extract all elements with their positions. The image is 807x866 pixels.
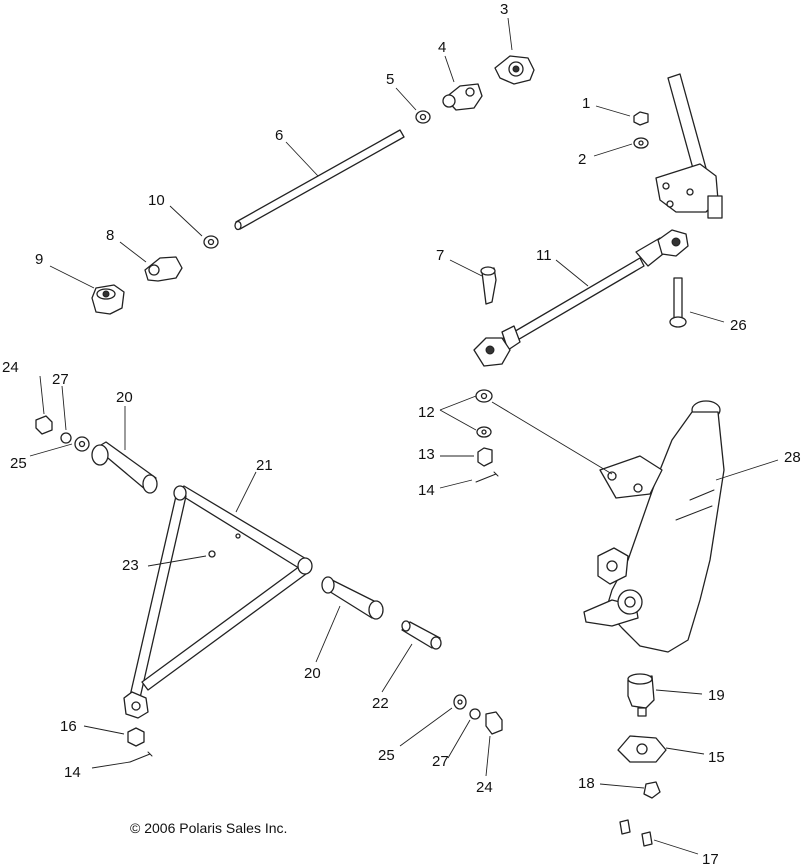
part-24-bolt-right	[485, 711, 503, 735]
callout-7: 7	[436, 247, 444, 264]
part-12-washer-upper	[475, 389, 493, 403]
callout-1: 1	[582, 95, 590, 112]
part-10-nut	[203, 235, 219, 249]
part-28-spindle	[583, 400, 725, 653]
steering-post	[655, 73, 723, 219]
callout-27-right: 27	[432, 753, 449, 770]
part-26-bolt	[669, 277, 687, 328]
part-7-bolt	[480, 266, 497, 305]
callout-21: 21	[256, 457, 273, 474]
callout-2: 2	[578, 151, 586, 168]
part-27-washer-right	[469, 708, 481, 720]
callout-16: 17	[702, 851, 719, 866]
callout-22: 22	[372, 695, 389, 712]
callout-9: 9	[35, 251, 43, 268]
callout-8: 8	[106, 227, 114, 244]
callout-27-left: 27	[52, 371, 69, 388]
part-20-bushing-left	[91, 441, 158, 494]
part-11-tie-rod-assembly	[473, 229, 689, 367]
part-17-nut	[127, 727, 145, 747]
callout-10: 10	[148, 192, 165, 209]
callout-3: 3	[500, 1, 508, 18]
copyright-notice: © 2006 Polaris Sales Inc.	[130, 820, 287, 836]
part-23-grease-fitting	[208, 550, 216, 558]
part-25-washer-right	[453, 694, 467, 710]
callout-24-left: 24	[2, 359, 19, 376]
part-8-rod-end	[144, 256, 183, 282]
callout-23: 23	[122, 557, 139, 574]
leader-lines	[29, 17, 779, 855]
part-22-sleeve	[401, 620, 442, 650]
callout-20-left: 20	[116, 389, 133, 406]
callout-11: 11	[536, 247, 552, 264]
part-18-nut	[643, 781, 661, 799]
callout-4: 4	[438, 39, 446, 56]
callout-18: 18	[578, 775, 595, 792]
callout-26: 26	[730, 317, 747, 334]
callout-25-right: 25	[378, 747, 395, 764]
part-1-nut	[633, 111, 649, 126]
part-6-tie-rod	[234, 129, 405, 231]
part-12-washer-lower	[476, 426, 492, 438]
part-3-rod-end	[494, 55, 535, 85]
callout-20-right: 20	[304, 665, 321, 682]
part-14-cotter-pin-upper	[475, 471, 499, 483]
callout-14-lower: 14	[64, 764, 81, 781]
part-5-nut	[415, 110, 431, 124]
part-20-bushing-right	[321, 576, 384, 620]
callout-6: 6	[275, 127, 283, 144]
callout-14-upper: 14	[418, 482, 435, 499]
part-24-bolt-left	[35, 415, 53, 435]
part-14-cotter-pin-lower	[129, 751, 153, 763]
callout-12: 12	[418, 404, 435, 421]
part-19-ball-joint	[627, 673, 655, 717]
callout-13: 13	[418, 446, 435, 463]
part-9-rod-end-housing	[91, 284, 125, 315]
part-4-jam-nut-end	[442, 83, 483, 111]
part-21-a-arm	[123, 485, 313, 719]
callout-17: 16	[60, 718, 77, 735]
callout-15: 15	[708, 749, 725, 766]
part-16-bolt-left	[619, 819, 631, 835]
part-16-bolt-right	[641, 831, 653, 847]
part-2-washer	[633, 137, 649, 149]
callout-5: 5	[386, 71, 394, 88]
callout-24-right: 24	[476, 779, 493, 796]
part-25-washer-left	[74, 436, 90, 452]
callout-28: 28	[784, 449, 801, 466]
part-27-washer-left	[60, 432, 72, 444]
part-15-plate	[617, 735, 667, 763]
callout-25-left: 25	[10, 455, 27, 472]
callout-19: 19	[708, 687, 725, 704]
part-13-nut	[477, 447, 493, 467]
